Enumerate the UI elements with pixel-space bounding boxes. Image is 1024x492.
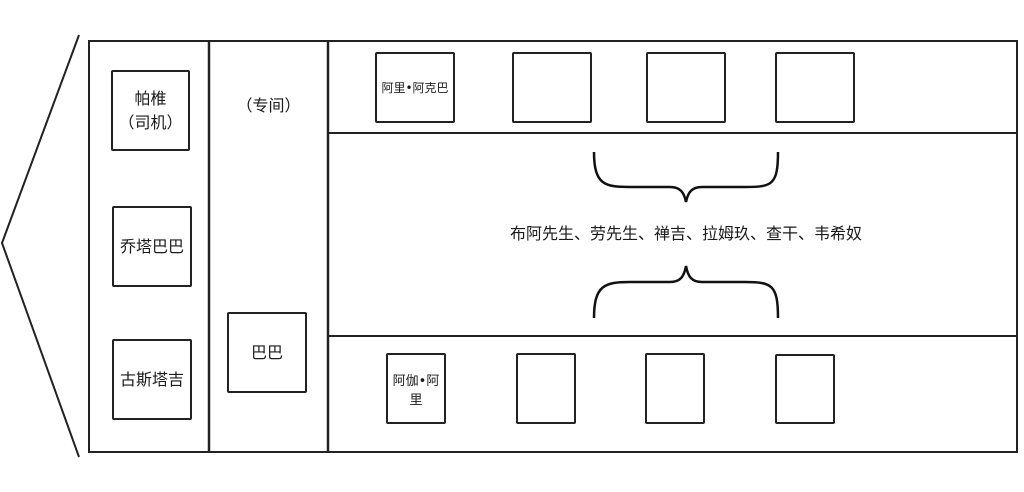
seat-label: 帕椎	[134, 88, 167, 108]
seat-label: 巴巴	[250, 342, 283, 362]
seat-compartment: 巴巴	[227, 312, 307, 393]
seat-front-bottom: 古斯塔吉	[112, 339, 192, 420]
seat-label: 阿里•阿克巴	[381, 81, 449, 95]
aisle-group-label: 布阿先生、劳先生、禅吉、拉姆玖、查干、韦希奴	[509, 224, 862, 243]
lower-seat-1: 阿伽•阿里	[386, 353, 446, 424]
upper-seat-2	[512, 52, 592, 123]
lower-seat-4	[775, 354, 835, 424]
seat-label: 古斯塔吉	[119, 369, 184, 389]
upper-seat-4	[775, 52, 855, 123]
seat-label: 乔塔巴巴	[119, 236, 184, 256]
seat-front-middle: 乔塔巴巴	[112, 206, 192, 287]
lower-seat-3	[645, 353, 705, 424]
upper-seat-1: 阿里•阿克巴	[375, 52, 455, 123]
seat-label: 阿伽•阿里	[392, 373, 440, 408]
seat-sublabel: （司机）	[118, 112, 183, 132]
upper-seat-3	[646, 52, 726, 123]
upper-brace	[592, 151, 780, 203]
compartment-label: （专间）	[236, 96, 301, 115]
seat-driver: 帕椎 （司机）	[111, 70, 190, 151]
carriage-body	[88, 40, 1018, 453]
lower-seat-2	[516, 353, 576, 424]
nose-outline	[0, 34, 80, 458]
lower-brace	[592, 265, 780, 319]
